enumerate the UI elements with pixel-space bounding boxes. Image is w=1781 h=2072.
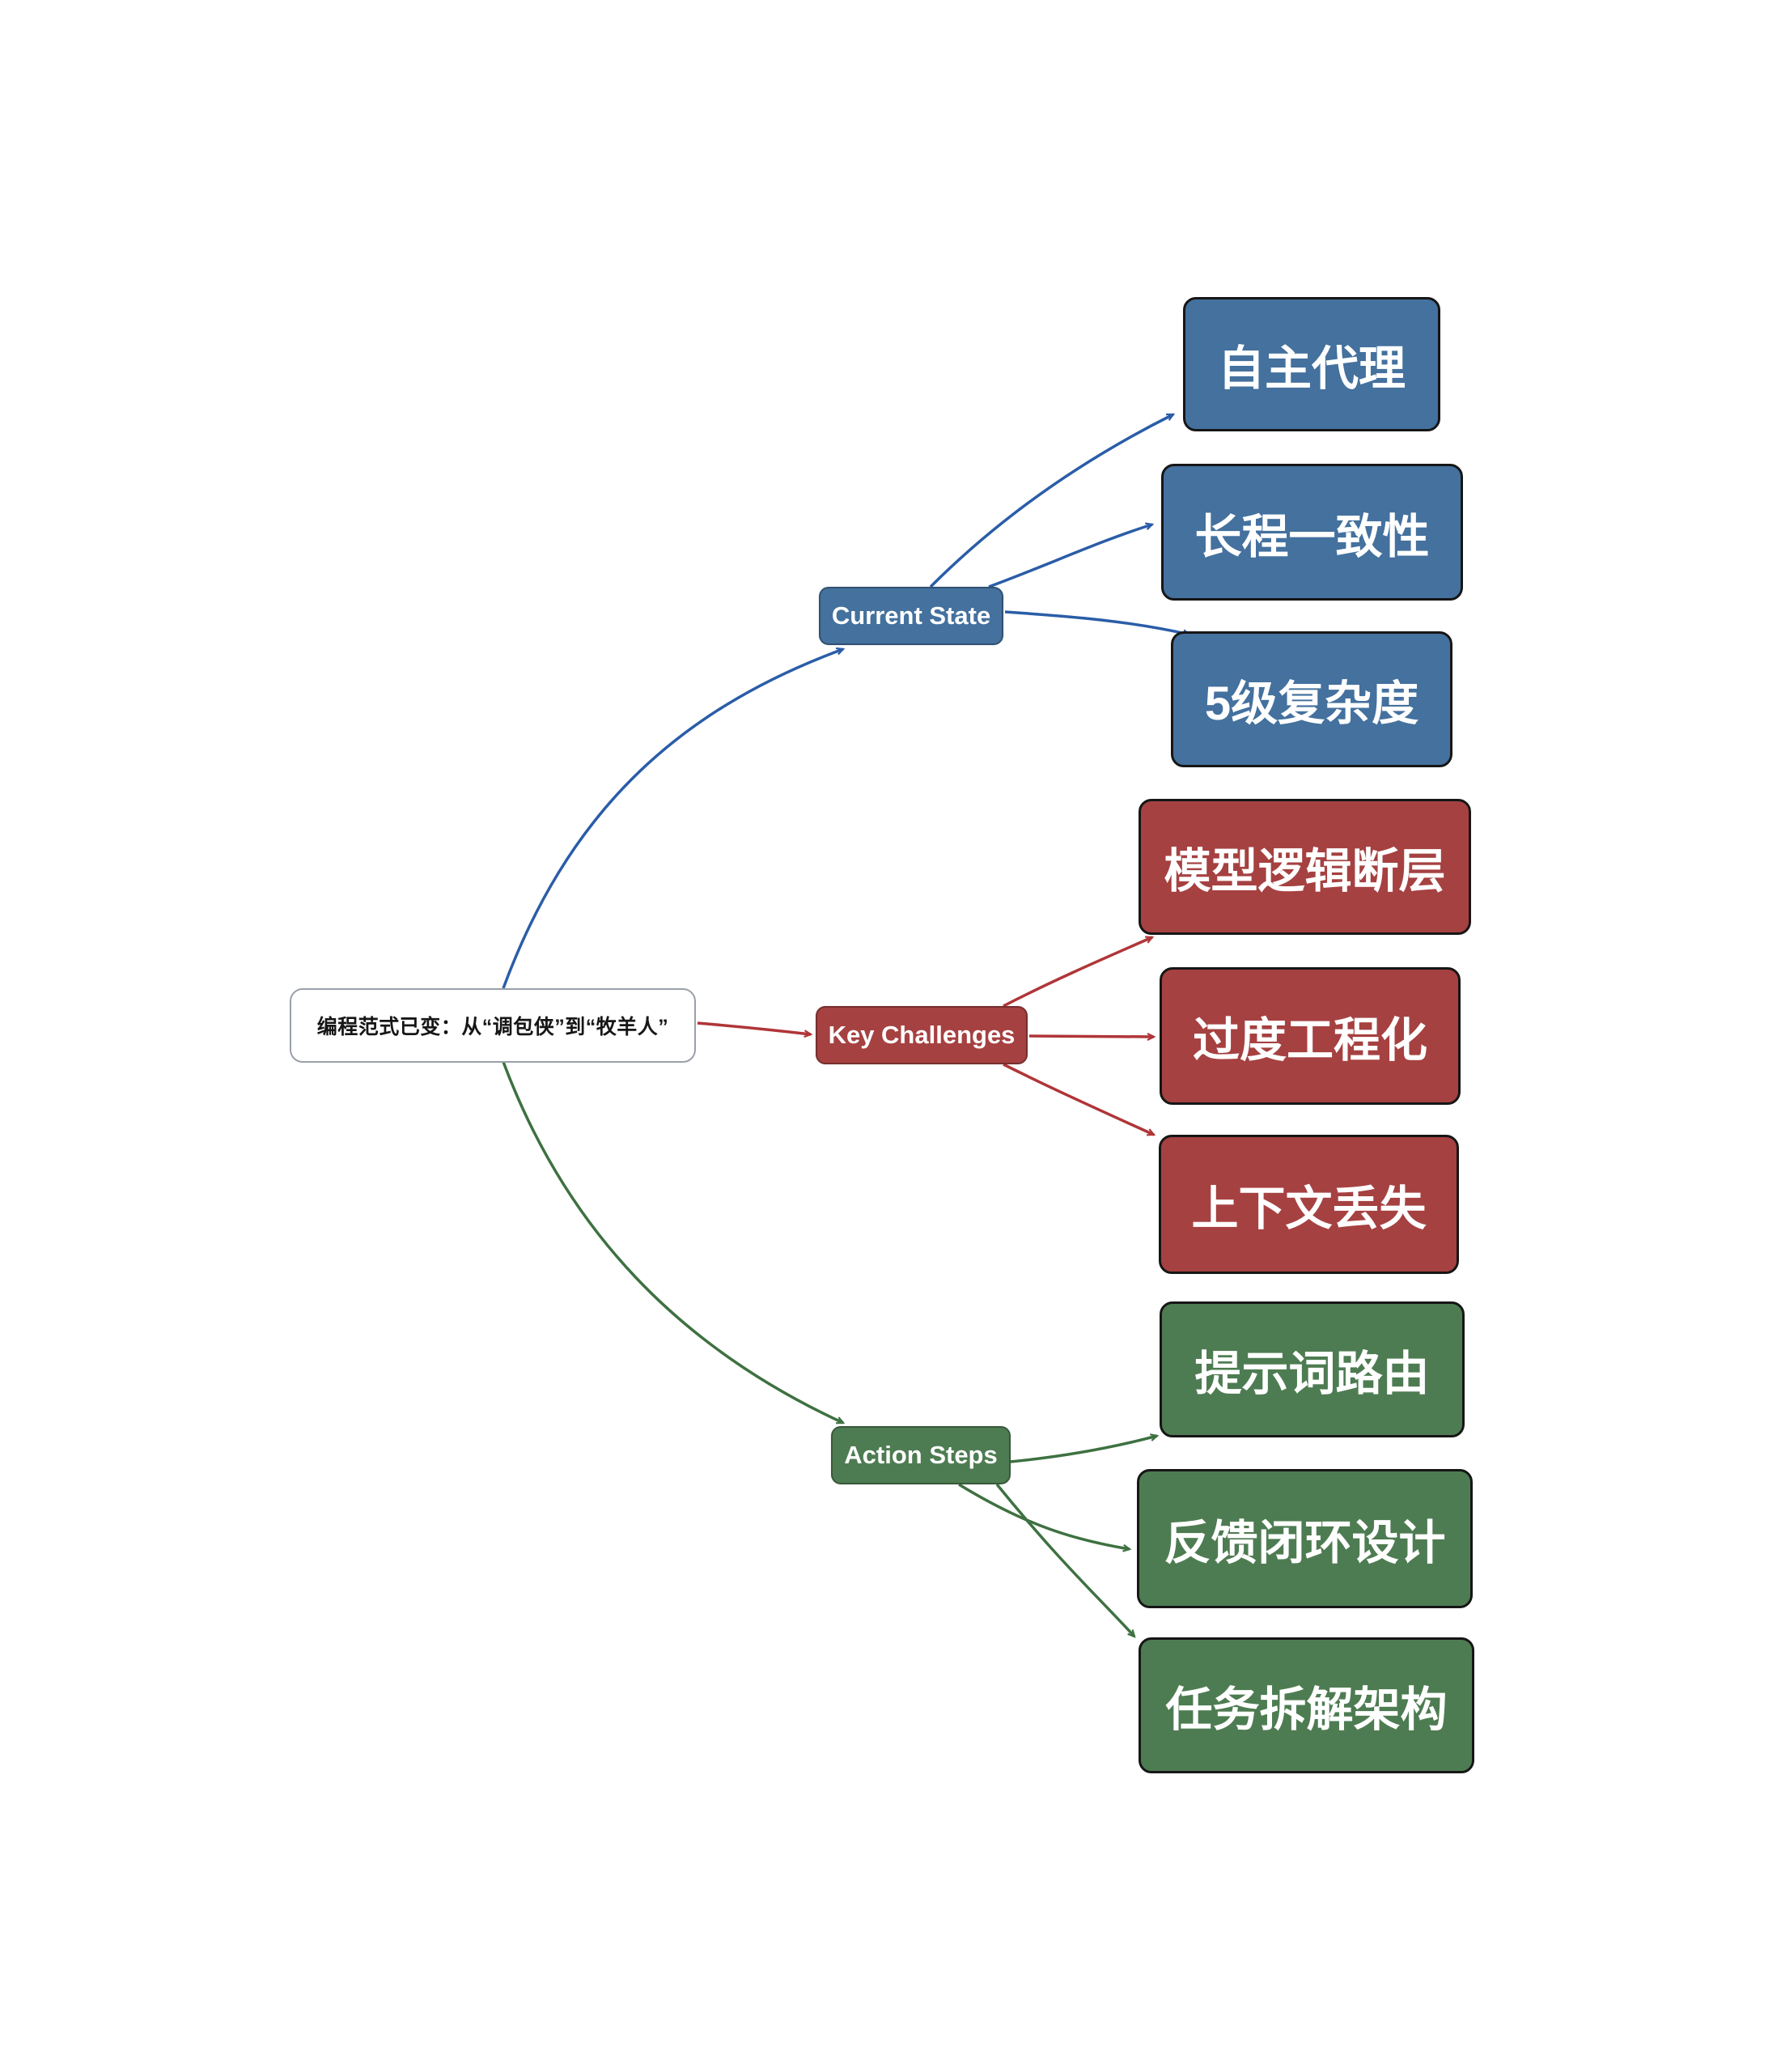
edge-key-challenges-to-leaf-3 — [1003, 1063, 1156, 1136]
branch-node-key-challenges[interactable]: Key Challenges — [816, 1006, 1028, 1064]
root-node-label: 编程范式已变：从“调包侠”到“牧羊人” — [316, 1016, 669, 1038]
leaf-node-autonomous-agent[interactable]: 自主代理 — [1183, 297, 1440, 431]
edge-current-state-to-leaf-3 — [1004, 610, 1192, 638]
leaf-node-model-logic-gap[interactable]: 模型逻辑断层 — [1139, 799, 1471, 935]
edge-action-steps-to-leaf-3 — [995, 1483, 1136, 1638]
leaf-node-label: 提示词路由 — [1194, 1348, 1430, 1400]
leaf-node-label: 长程一致性 — [1194, 510, 1430, 563]
leaf-node-label: 任务拆解架构 — [1165, 1684, 1448, 1736]
branch-node-label: Action Steps — [844, 1441, 998, 1469]
leaf-node-label: 模型逻辑断层 — [1164, 845, 1446, 898]
branch-node-label: Current State — [831, 601, 991, 630]
edge-key-challenges-to-leaf-2 — [1028, 1033, 1156, 1041]
leaf-node-feedback-loop-design[interactable]: 反馈闭环设计 — [1137, 1469, 1473, 1608]
edge-root-to-current-state — [502, 647, 846, 989]
leaf-node-label: 上下文丢失 — [1191, 1182, 1427, 1235]
leaf-node-context-loss[interactable]: 上下文丢失 — [1159, 1135, 1459, 1274]
edge-root-to-action-steps — [502, 1061, 846, 1424]
root-node[interactable]: 编程范式已变：从“调包侠”到“牧羊人” — [290, 988, 696, 1063]
edge-current-state-to-leaf-1 — [929, 413, 1176, 588]
edge-key-challenges-to-leaf-1 — [1003, 936, 1155, 1008]
leaf-node-level5-complexity[interactable]: 5级复杂度 — [1171, 631, 1452, 767]
edge-current-state-to-leaf-2 — [988, 522, 1155, 588]
leaf-node-label: 5级复杂度 — [1204, 677, 1419, 730]
leaf-node-label: 自主代理 — [1217, 342, 1406, 395]
branch-node-label: Key Challenges — [828, 1021, 1016, 1049]
leaf-node-label: 反馈闭环设计 — [1164, 1517, 1446, 1569]
branch-node-current-state[interactable]: Current State — [819, 587, 1003, 645]
edge-root-to-key-challenges — [697, 1021, 813, 1038]
leaf-node-task-decomposition-architecture[interactable]: 任务拆解架构 — [1139, 1637, 1474, 1773]
leaf-node-prompt-routing[interactable]: 提示词路由 — [1160, 1301, 1465, 1437]
branch-node-action-steps[interactable]: Action Steps — [831, 1426, 1011, 1484]
edge-action-steps-to-leaf-2 — [958, 1483, 1132, 1552]
edge-action-steps-to-leaf-1 — [1010, 1433, 1160, 1463]
leaf-node-label: 过度工程化 — [1192, 1014, 1427, 1067]
leaf-node-long-horizon-consistency[interactable]: 长程一致性 — [1161, 464, 1463, 601]
leaf-node-over-engineering[interactable]: 过度工程化 — [1160, 967, 1461, 1105]
